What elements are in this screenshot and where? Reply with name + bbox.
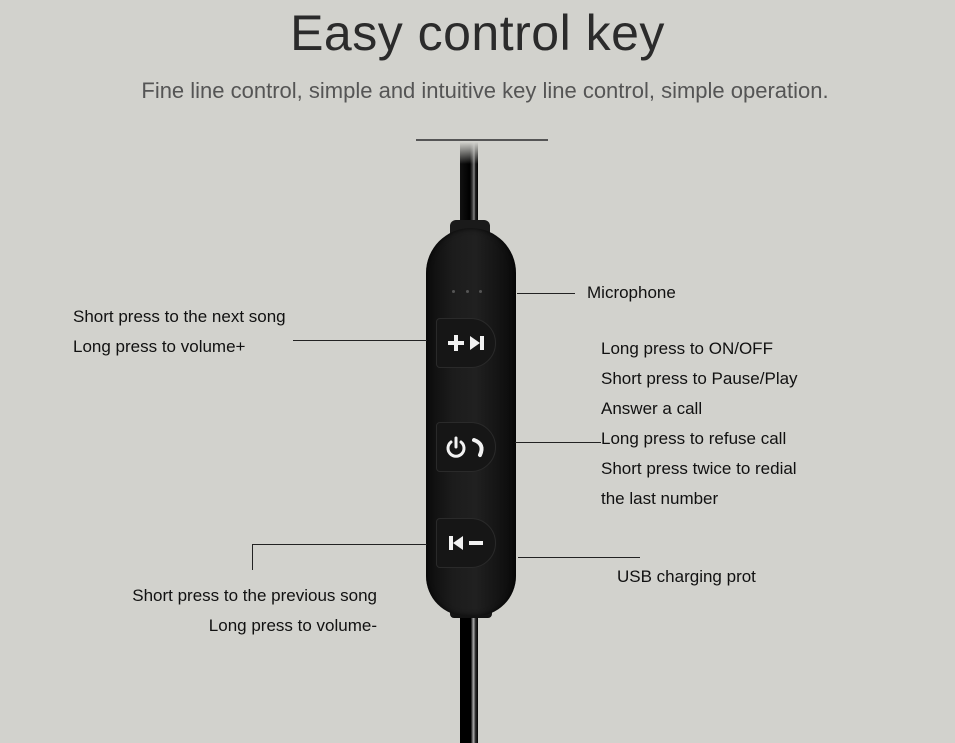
page-title: Easy control key	[290, 5, 665, 61]
microphone-holes	[452, 290, 482, 296]
power-desc-line: the last number	[601, 489, 719, 508]
microphone-leader-line	[517, 293, 575, 294]
page-subtitle: Fine line control, simple and intuitive …	[141, 78, 829, 103]
next-short-press-text: Short press to the next song	[73, 307, 286, 326]
plus-icon	[448, 335, 464, 351]
usb-leader-line	[518, 557, 640, 558]
power-desc-line: Long press to ON/OFF	[601, 339, 773, 358]
power-button-leader-line	[515, 442, 601, 443]
prev-button-leader-line-vertical	[252, 544, 253, 570]
phone-icon	[472, 438, 484, 457]
prev-long-press-text: Long press to volume-	[208, 616, 377, 635]
next-button-label: Short press to the next song Long press …	[73, 302, 286, 362]
minus-icon	[469, 541, 483, 545]
divider	[416, 139, 548, 141]
microphone-label: Microphone	[587, 283, 676, 302]
next-long-press-text: Long press to volume+	[73, 337, 246, 356]
prev-button-leader-line	[252, 544, 427, 545]
prev-button-label: Short press to the previous song Long pr…	[100, 581, 377, 641]
prev-short-press-text: Short press to the previous song	[132, 586, 377, 605]
power-desc-line: Long press to refuse call	[601, 429, 787, 448]
next-button-leader-line	[293, 340, 427, 341]
cable-bottom	[460, 615, 478, 743]
skip-previous-icon	[449, 536, 463, 550]
cable-top	[460, 142, 478, 232]
next-volume-up-button[interactable]	[436, 318, 496, 368]
power-desc-line: Short press to Pause/Play	[601, 369, 798, 388]
skip-next-icon	[470, 336, 484, 350]
power-button-label: Long press to ON/OFF Short press to Paus…	[601, 334, 798, 514]
power-icon	[446, 436, 466, 458]
power-desc-line: Short press twice to redial	[601, 459, 797, 478]
prev-volume-down-button[interactable]	[436, 518, 496, 568]
usb-label: USB charging prot	[617, 567, 756, 586]
power-desc-line: Answer a call	[601, 399, 703, 418]
power-call-button[interactable]	[436, 422, 496, 472]
